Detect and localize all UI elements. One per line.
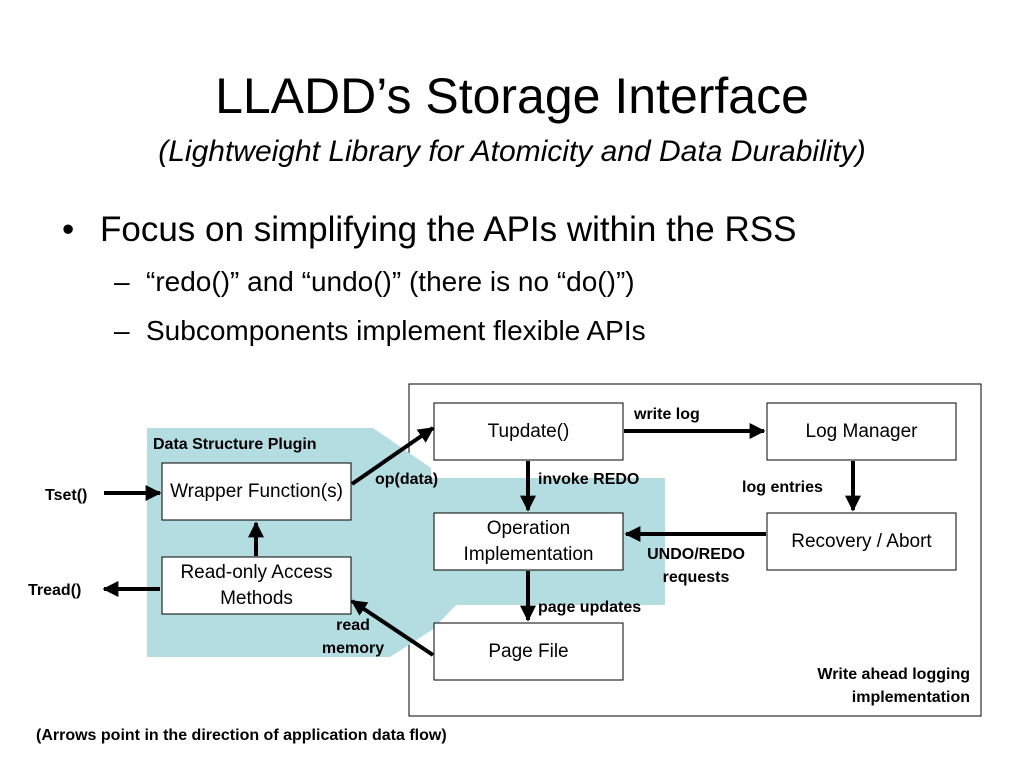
sub-bullet-subcomponents: –Subcomponents implement flexible APIs [114, 314, 646, 348]
logmanager-box-label: Log Manager [805, 420, 918, 442]
invoke-redo-label: invoke REDO [538, 471, 640, 488]
operation-box [433, 512, 624, 571]
sub-bullet-redo-undo: –“redo()” and “undo()” (there is no “do(… [114, 265, 635, 299]
recovery-box-label: Recovery / Abort [791, 530, 932, 552]
footnote: (Arrows point in the direction of applic… [36, 727, 447, 744]
tread-label: Tread() [28, 582, 82, 599]
read-memory-label: read memory [321, 617, 385, 657]
pagefile-box-label: Page File [488, 640, 569, 662]
arrow-read-memory [350, 599, 435, 657]
recovery-box [766, 512, 957, 571]
pagefile-box [433, 622, 624, 681]
logmanager-box [766, 402, 957, 461]
readonly-box-label: Read-only Access Methods [180, 561, 333, 609]
bullet-glyph: • [62, 210, 75, 249]
log-entries-label: log entries [742, 479, 823, 496]
tupdate-box-label: Tupdate() [487, 420, 570, 442]
operation-box-label: Operation Implementation [463, 517, 594, 565]
arrow-opdata [350, 426, 435, 486]
readonly-box [161, 556, 352, 615]
slide-title: LLADD’s Storage Interface [215, 68, 809, 124]
sub-bullet-text: “redo()” and “undo()” (there is no “do()… [146, 266, 635, 297]
sub-bullet-text: Subcomponents implement flexible APIs [146, 315, 646, 346]
wrapper-box [161, 462, 352, 521]
bullet-text: Focus on simplifying the APIs within the… [100, 210, 797, 249]
undo-redo-label: UNDO/REDO requests [647, 546, 745, 586]
dash-glyph: – [114, 266, 130, 297]
dash-glyph: – [114, 315, 130, 346]
plugin-region-label: Data Structure Plugin [153, 436, 317, 453]
bullet-item: • Focus on simplifying the APIs within th… [62, 208, 796, 252]
tset-label: Tset() [45, 487, 88, 504]
wrapper-box-label: Wrapper Function(s) [170, 480, 343, 502]
slide-subtitle: (Lightweight Library for Atomicity and D… [158, 135, 866, 168]
page-updates-label: page updates [538, 599, 642, 616]
writelog-label: write log [634, 406, 700, 423]
wal-label: Write ahead logging implementation [817, 666, 970, 706]
opdata-label: op(data) [375, 471, 439, 488]
